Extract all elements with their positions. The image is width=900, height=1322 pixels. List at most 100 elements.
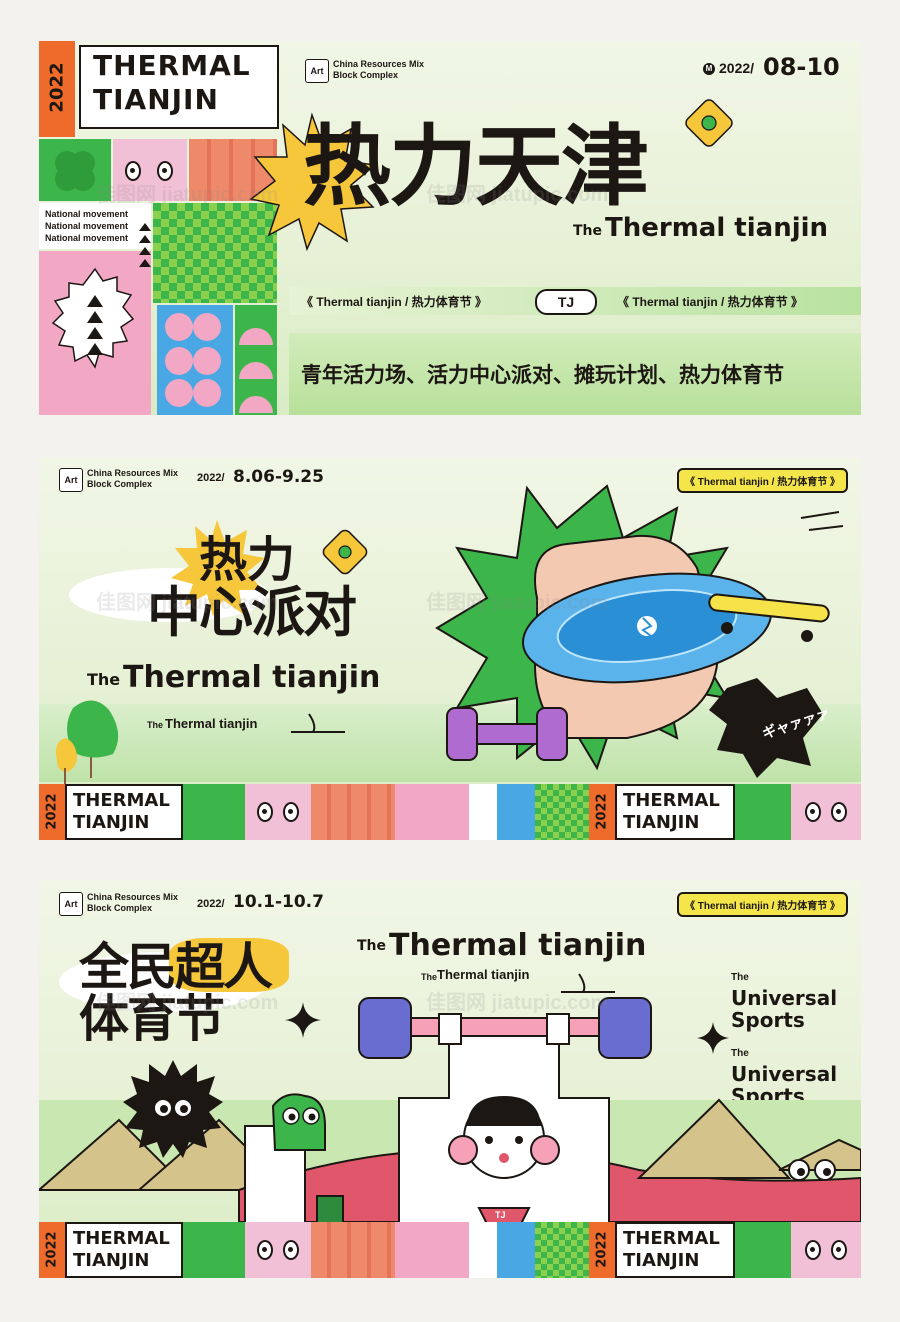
national-line-2: National movement <box>45 221 129 231</box>
eye-icon <box>157 161 173 181</box>
clover-cell <box>183 1222 245 1278</box>
blob-icon <box>165 313 221 407</box>
small-the: The <box>147 720 164 730</box>
clover-tile <box>39 139 111 201</box>
arrows-cell <box>395 1222 469 1278</box>
eyes-tile <box>113 139 187 201</box>
clover-cell <box>183 784 245 840</box>
eye-icon <box>257 1240 273 1260</box>
sports-the-1: The <box>731 972 749 983</box>
watermark: 佳图网 jiatupic.com <box>426 992 609 1014</box>
blob-cell <box>497 784 535 840</box>
tree-icon <box>56 700 119 788</box>
small-the: The <box>421 972 438 982</box>
the-label: The <box>87 670 121 689</box>
brand-line2: TIANJIN <box>623 812 700 833</box>
eye-icon <box>831 1240 847 1260</box>
blob-tile <box>157 305 233 415</box>
org-line1: China Resources Mix <box>87 892 179 902</box>
subtitle-en: Thermal tianjin <box>123 660 381 695</box>
brand-box <box>79 45 279 129</box>
clover-cell <box>735 1222 791 1278</box>
year-cell <box>589 1222 615 1278</box>
date-prefix: 2022/ <box>719 60 755 76</box>
sun-burst-icon <box>171 520 265 616</box>
year-label: 2022 <box>44 1231 60 1268</box>
small-subtitle: Thermal tianjin <box>165 716 258 731</box>
the-label: The <box>357 938 387 954</box>
main-title-cn: 热力天津 <box>303 115 649 218</box>
year-label: 2022 <box>44 793 60 830</box>
subtitle-en: Thermal tianjin <box>389 928 647 963</box>
org-line1: China Resources Mix <box>87 468 179 478</box>
title-line1: 全民超人 <box>79 938 273 996</box>
event-pill: 《 Thermal tianjin / 热力体育节 》 <box>677 892 849 917</box>
eyes-cell <box>791 1222 861 1278</box>
title-line2: 中心派对 <box>147 581 357 644</box>
art-badge: Art <box>59 892 83 916</box>
year-cell <box>39 784 65 840</box>
checker-tile <box>153 203 277 303</box>
sparkle-icon <box>697 1022 729 1054</box>
eyes-cell <box>245 1222 311 1278</box>
arch-icon <box>239 328 273 413</box>
brand-strip: 2022 THERMAL TIANJIN 2022 THERMAL TIANJI… <box>39 784 861 840</box>
watermark: 佳图网 jiatupic.com <box>96 184 279 206</box>
arrows-column <box>135 223 155 415</box>
yellow-highlight <box>169 938 289 992</box>
date-prefix: 2022/ <box>197 898 225 910</box>
stripes-cell <box>311 1222 395 1278</box>
fuzzy-creature-icon <box>123 1060 223 1158</box>
brand-line1: THERMAL <box>623 790 720 811</box>
swoosh-line-icon <box>561 973 615 993</box>
sun-burst-icon <box>249 112 377 251</box>
sports-line2-1: Sports <box>731 1008 805 1032</box>
brand-cell <box>615 784 735 840</box>
date-main: 8.06-9.25 <box>233 467 324 487</box>
brand-line2: TIANJIN <box>93 83 219 116</box>
eye-icon <box>283 802 299 822</box>
national-line-1: National movement <box>45 209 129 219</box>
date-prefix: 2022/ <box>197 472 225 484</box>
sparkle-icon <box>285 1002 321 1038</box>
watermark: 佳图网 jiatupic.com <box>426 592 609 614</box>
org-line2: Block Complex <box>87 479 153 489</box>
year-cell <box>589 784 615 840</box>
brand-line1: THERMAL <box>73 790 170 811</box>
national-cell <box>469 1222 497 1278</box>
title-line1: 热力 <box>199 532 296 588</box>
brand-strip: 2022 THERMAL TIANJIN 2022 THERMAL TIANJI… <box>39 1222 861 1278</box>
clover-icon <box>55 151 95 191</box>
brand-cell <box>65 1222 183 1278</box>
brand-line1: THERMAL <box>73 1228 170 1249</box>
sports-line1-2: Universal <box>731 1062 838 1086</box>
national-box <box>39 203 151 249</box>
year-cell <box>39 1222 65 1278</box>
hand-frisbee-illustration <box>435 484 830 778</box>
sticker-badge-icon <box>322 529 368 575</box>
checker-cell <box>535 1222 589 1278</box>
eye-icon <box>125 161 141 181</box>
triangle-arrows-icon <box>139 223 151 267</box>
year-label: 2022 <box>46 62 68 113</box>
poster-panel-1: 2022 THERMAL TIANJIN National movement N… <box>39 41 861 415</box>
checker-cell <box>535 784 589 840</box>
watermark: 佳图网 jiatupic.com <box>426 184 609 206</box>
arch-tile <box>235 305 277 415</box>
brand-line2: TIANJIN <box>73 1250 150 1271</box>
brand-line2: TIANJIN <box>73 812 150 833</box>
art-badge: Art <box>305 59 329 83</box>
brand-line1: THERMAL <box>93 49 251 82</box>
arrows-cell <box>395 784 469 840</box>
the-label: The <box>573 223 603 239</box>
year-tile <box>39 41 75 137</box>
tj-logo: TJ <box>535 289 597 315</box>
art-badge: Art <box>59 468 83 492</box>
sticker-badge-icon <box>685 99 733 147</box>
org-line2: Block Complex <box>333 70 399 80</box>
clover-cell <box>735 784 791 840</box>
date-main: 10.1-10.7 <box>233 892 324 912</box>
watermark: 佳图网 jiatupic.com <box>96 592 279 614</box>
small-subtitle: Thermal tianjin <box>437 967 530 982</box>
eyes-cell <box>245 784 311 840</box>
